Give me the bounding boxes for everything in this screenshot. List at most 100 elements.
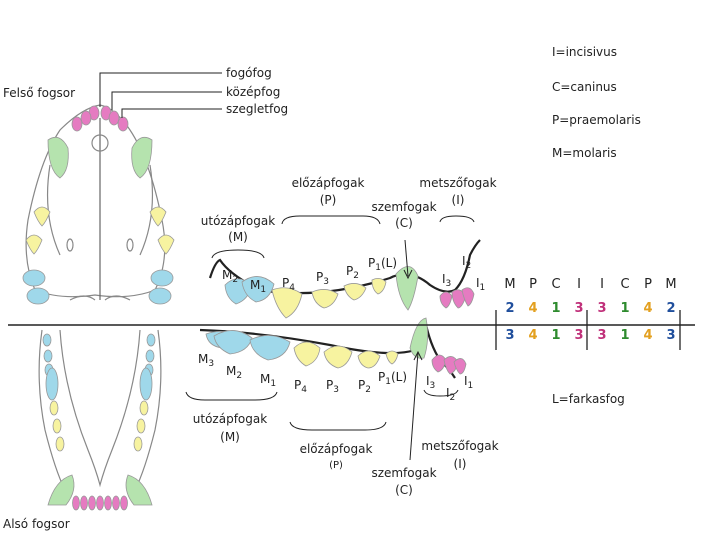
upper-tooth-label-4: P2 [346,264,359,281]
arrowhead-lower-szemfogak [413,350,423,361]
upper-premolar-tooth-1 [25,234,43,255]
lower-premolar-tooth-2 [55,436,65,452]
lower-side-tooth-2 [249,335,291,361]
legend-incisivus: I=incisivus [552,45,618,59]
formula-lower-7: 3 [666,328,676,343]
upper-tooth-label-5: P1(L) [368,256,398,273]
formula-upper-1: 4 [528,301,538,316]
lower-premolar-tooth-3 [139,400,149,416]
pointer-label-szegletfog: szegletfog [226,102,289,116]
upper-side-tooth-3 [311,289,339,309]
lower-tooth-label-3: P4 [294,378,307,395]
formula-header-3: I [577,277,581,292]
lower-side-tooth-6 [385,350,399,365]
pointer-label-kozepfog: középfog [226,85,281,99]
lower-tooth-label-7: I3 [426,374,436,391]
lower-side-tooth-9 [443,356,459,375]
formula-lower-1: 4 [528,328,538,343]
lower-group-elozapfogak-code: (P) [329,460,343,471]
formula-header-7: M [665,277,677,292]
upper-side-tooth-4 [343,283,367,301]
lower-incisor-tooth-2 [88,495,96,511]
lower-group-metszofogak-code: (I) [453,457,467,471]
lower-side-tooth-4 [323,345,353,369]
upper-jaw-teeth [22,105,175,305]
arrow-upper-szemfogak [404,239,409,277]
upper-side-tooth-5 [371,278,387,295]
lower-molar-large-left [45,367,59,401]
upper-group-szemfogak: szemfogak [371,200,437,214]
upper-tooth-label-2: P4 [282,276,295,293]
legend-farkasfog: L=farkasfog [552,392,625,406]
upper-side-teeth [224,266,475,319]
lower-molar-tooth-3 [146,333,156,347]
upper-molar-tooth-0 [22,269,46,287]
lower-tooth-label-5: P2 [358,378,371,395]
lower-tooth-label-8: I2 [446,386,456,403]
incisor-pointer-lines [99,72,222,118]
upper-incisor-tooth-5 [117,116,129,132]
lower-side-tooth-1 [213,330,253,355]
formula-lower-6: 4 [643,328,653,343]
lower-side-tooth-5 [357,350,381,369]
pointer-line-fogofog [99,72,222,107]
lower-premolar-tooth-0 [49,400,59,416]
upper-foramen-left [66,238,74,252]
formula-header-5: C [620,277,630,292]
upper-incisive-foramen [91,134,109,152]
arrowhead-upper-szemfogak [403,269,413,280]
upper-side-tooth-2 [271,287,303,319]
upper-premolar-tooth-2 [149,206,167,227]
upper-group-szemfogak-code: (C) [395,216,413,230]
formula-header-4: I [600,277,604,292]
lower-tooth-label-0: M3 [198,352,215,369]
lower-group-utozapfogak-code: (M) [220,430,240,444]
lower-jaw-label: Alsó fogsor [3,517,70,531]
formula-upper-7: 2 [666,301,676,316]
upper-incisor-tooth-3 [108,110,120,126]
lower-group-szemfogak: szemfogak [371,466,437,480]
upper-side-tooth-1 [241,276,275,303]
formula-upper-3: 3 [574,301,584,316]
formula-lower-4: 3 [597,328,607,343]
lower-tooth-label-9: I1 [464,374,474,391]
formula-header-1: P [529,277,537,292]
upper-molar-tooth-1 [26,287,50,305]
lower-group-elozapfogak: előzápfogak [299,442,373,456]
lower-incisor-tooth-4 [104,495,112,511]
upper-group-metszofogak: metszőfogak [419,176,497,190]
formula-lower-0: 3 [505,328,515,343]
upper-jaw-view [25,104,166,301]
upper-group-utozapfogak: utózápfogak [200,214,276,228]
lower-group-braces [185,350,459,461]
upper-jaw-label: Felső fogsor [3,86,76,100]
upper-side-tooth-7 [439,291,453,309]
upper-side-tooth-9 [461,287,475,307]
upper-tooth-label-7: I2 [462,254,472,271]
formula-lower-5: 1 [620,328,630,343]
lower-jaw-outer [38,329,162,491]
formula-upper-6: 4 [643,301,653,316]
upper-foramen-right [126,238,134,252]
lower-tooth-label-6: P1(L) [378,370,408,387]
lower-jaw-teeth [42,333,156,511]
upper-tooth-label-8: I1 [476,276,486,293]
lower-molar-tooth-4 [145,349,155,363]
upper-premolar-tooth-0 [33,206,51,227]
lower-tooth-label-1: M2 [226,364,243,381]
upper-canine-right [131,136,153,179]
lower-canine-right [125,474,153,506]
brace-upper-elozapfogak [281,215,381,225]
upper-group-metszofogak-code: (I) [451,193,465,207]
lower-incisor-tooth-5 [112,495,120,511]
legend-caninus: C=caninus [552,80,617,94]
lower-group-metszofogak: metszőfogak [421,439,499,453]
formula-header-2: C [551,277,561,292]
lower-incisor-tooth-1 [80,495,88,511]
upper-tooth-label-3: P3 [316,270,329,287]
lower-tooth-label-2: M1 [260,372,277,389]
lower-jaw-inner [59,329,141,488]
upper-group-elozapfogak: előzápfogak [291,176,365,190]
lower-side-tooth-8 [431,354,447,373]
